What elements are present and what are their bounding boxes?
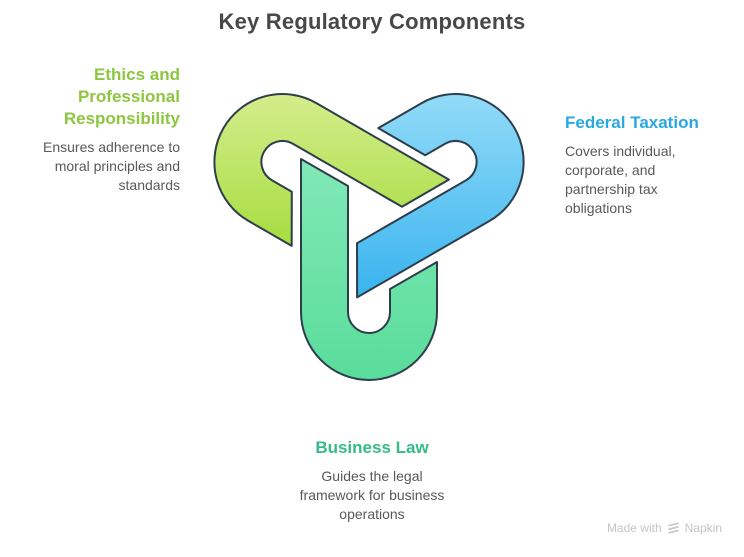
watermark-prefix: Made with — [606, 521, 662, 535]
ethics-arm-shape — [213, 93, 450, 247]
page-title: Key Regulatory Components — [218, 9, 526, 34]
federal-taxation-arm-shape — [356, 93, 525, 299]
napkin-watermark[interactable]: Made with Napkin — [607, 521, 722, 535]
watermark-brand: Napkin — [684, 521, 722, 535]
node-federal-taxation: Federal Taxation Covers individual, corp… — [565, 112, 730, 218]
business-law-arm-shape — [300, 158, 438, 381]
business-law-description: Guides the legal framework for business … — [299, 468, 445, 522]
ethics-heading: Ethics and Professional Responsibility — [63, 65, 180, 128]
node-ethics: Ethics and Professional Responsibility E… — [8, 64, 180, 195]
napkin-logo-icon — [667, 522, 679, 534]
node-business-law: Business Law Guides the legal framework … — [252, 437, 492, 524]
federal-taxation-heading: Federal Taxation — [565, 113, 699, 132]
ethics-description: Ensures adherence to moral principles an… — [43, 139, 180, 193]
federal-taxation-description: Covers individual, corporate, and partne… — [565, 143, 676, 216]
business-law-heading: Business Law — [315, 438, 429, 457]
